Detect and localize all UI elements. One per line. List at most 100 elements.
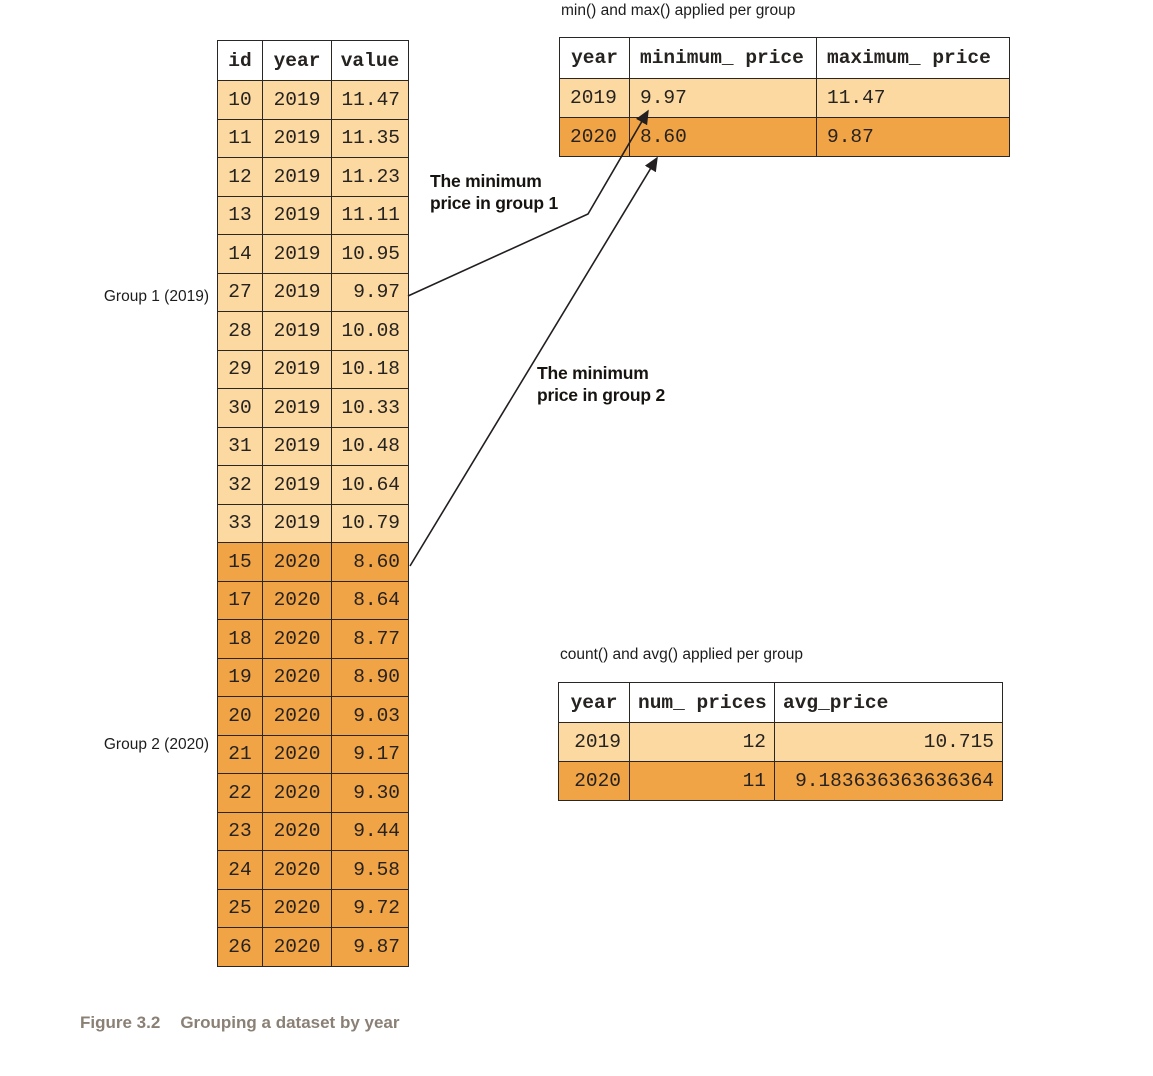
table-cell: 2019 (262, 272, 332, 312)
table-cell: 31 (217, 426, 263, 466)
annotation-line: The minimum (430, 171, 542, 191)
table-cell: 2019 (262, 349, 332, 389)
annotation-line: price in group 1 (430, 193, 559, 213)
table-cell: 9.58 (331, 850, 409, 890)
table-cell: 9.183636363636364 (774, 761, 1003, 801)
annotation-line: price in group 2 (537, 385, 666, 405)
table-cell: 2019 (262, 388, 332, 428)
table-cell: 2019 (262, 426, 332, 466)
figure-caption: Figure 3.2 Grouping a dataset by year (80, 1013, 400, 1033)
table-cell: 2020 (262, 619, 332, 659)
table-cell: 2019 (558, 722, 630, 762)
table-cell: 2020 (262, 542, 332, 582)
table-cell: 2019 (559, 78, 630, 118)
column-header-avg-price: avg_price (774, 682, 1003, 723)
column-header-value: value (331, 40, 409, 81)
table-cell: 19 (217, 657, 263, 697)
table-cell: 2020 (558, 761, 630, 801)
countavg-table-title: count() and avg() applied per group (560, 646, 803, 663)
table-cell: 32 (217, 465, 263, 505)
table-cell: 27 (217, 272, 263, 312)
table-cell: 8.60 (629, 117, 817, 157)
column-header-maximum-price: maximum_ price (816, 37, 1010, 79)
table-header-row: year minimum_ price maximum_ price (559, 37, 1010, 79)
table-cell: 11.11 (331, 195, 409, 235)
table-cell: 23 (217, 811, 263, 851)
table-cell: 17 (217, 580, 263, 620)
table-cell: 2019 (262, 503, 332, 543)
table-cell: 10.715 (774, 722, 1003, 762)
table-cell: 22 (217, 773, 263, 813)
table-cell: 9.30 (331, 773, 409, 813)
table-cell: 11 (629, 761, 775, 801)
table-cell: 2020 (262, 850, 332, 890)
table-cell: 18 (217, 619, 263, 659)
table-cell: 2020 (262, 888, 332, 928)
table-cell: 2020 (262, 580, 332, 620)
table-cell: 2019 (262, 118, 332, 158)
table-cell: 2020 (262, 696, 332, 736)
table-cell: 11.47 (331, 80, 409, 120)
group1-label: Group 1 (2019) (103, 288, 209, 305)
table-cell: 10.18 (331, 349, 409, 389)
annotation-min-group1: The minimum price in group 1 (430, 170, 558, 214)
column-header-year: year (558, 682, 630, 723)
table-cell: 9.97 (629, 78, 817, 118)
table-cell: 8.64 (331, 580, 409, 620)
table-cell: 2019 (262, 465, 332, 505)
table-cell: 10 (217, 80, 263, 120)
table-cell: 11.47 (816, 78, 1010, 118)
table-header-row: year num_ prices avg_price (558, 682, 1003, 723)
table-cell: 11.35 (331, 118, 409, 158)
table-cell: 21 (217, 734, 263, 774)
table-cell: 10.64 (331, 465, 409, 505)
table-cell: 10.08 (331, 311, 409, 351)
table-cell: 2019 (262, 80, 332, 120)
minmax-table-title: min() and max() applied per group (561, 2, 796, 19)
table-cell: 9.87 (816, 117, 1010, 157)
table-cell: 2020 (559, 117, 630, 157)
table-cell: 8.90 (331, 657, 409, 697)
figure-caption-text: Grouping a dataset by year (180, 1013, 400, 1032)
table-cell: 11 (217, 118, 263, 158)
table-cell: 26 (217, 927, 263, 967)
table-cell: 8.60 (331, 542, 409, 582)
table-cell: 9.03 (331, 696, 409, 736)
table-cell: 25 (217, 888, 263, 928)
table-cell: 10.79 (331, 503, 409, 543)
table-cell: 13 (217, 195, 263, 235)
table-cell: 9.72 (331, 888, 409, 928)
group2-label: Group 2 (2020) (103, 736, 209, 753)
table-cell: 33 (217, 503, 263, 543)
table-cell: 9.97 (331, 272, 409, 312)
figure-caption-number: Figure 3.2 (80, 1013, 161, 1032)
table-cell: 20 (217, 696, 263, 736)
table-cell: 2020 (262, 811, 332, 851)
table-cell: 28 (217, 311, 263, 351)
table-cell: 24 (217, 850, 263, 890)
table-cell: 2020 (262, 734, 332, 774)
table-cell: 8.77 (331, 619, 409, 659)
table-cell: 10.33 (331, 388, 409, 428)
